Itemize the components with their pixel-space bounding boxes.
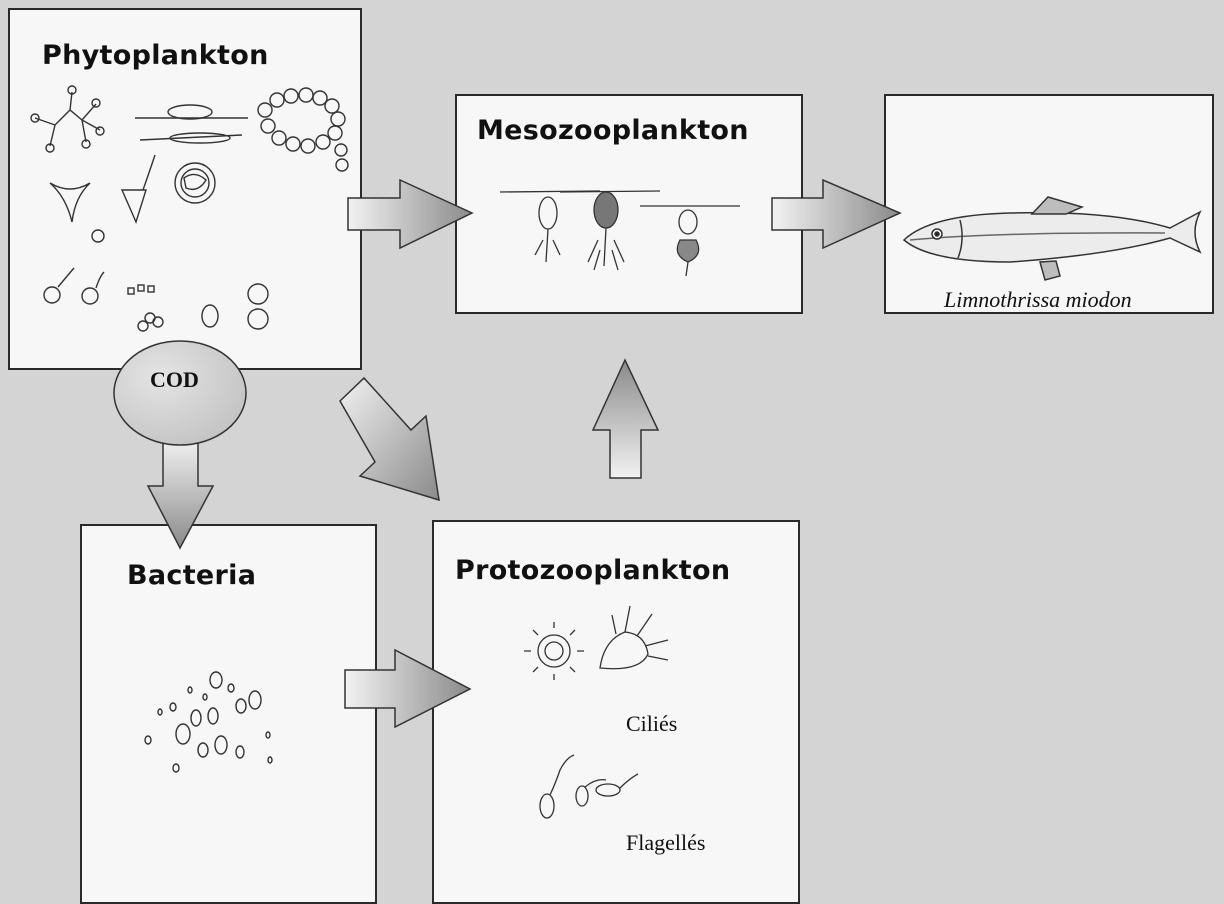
mesozooplankton-title: Mesozooplankton: [477, 115, 749, 146]
arrow-cod-to-bacteria: [148, 438, 213, 548]
bacteria-title: Bacteria: [127, 560, 256, 591]
arrow-phyto-to-meso: [348, 180, 472, 248]
arrow-phyto-to-protozoo: [340, 378, 439, 500]
flagellates-label: Flagellés: [626, 830, 705, 856]
ciliate-drawings-icon: [524, 606, 668, 680]
fish-species-label: Limnothrissa miodon: [944, 287, 1132, 313]
copepod-drawings-icon: [500, 191, 740, 276]
arrow-bacteria-to-protozoo: [345, 650, 470, 727]
protozooplankton-title: Protozooplankton: [455, 555, 730, 586]
ciliates-label: Ciliés: [626, 711, 677, 737]
phytoplankton-title: Phytoplankton: [42, 40, 269, 71]
cod-label: COD: [150, 367, 199, 393]
arrow-meso-to-fish: [772, 180, 900, 248]
phytoplankton-cells-icon: [31, 86, 348, 331]
flagellate-drawings-icon: [540, 755, 638, 818]
arrow-protozoo-to-meso: [593, 360, 658, 478]
cod-ellipse: [114, 341, 246, 445]
bacteria-cells-icon: [145, 672, 272, 772]
sardine-fish-icon: [904, 197, 1200, 280]
